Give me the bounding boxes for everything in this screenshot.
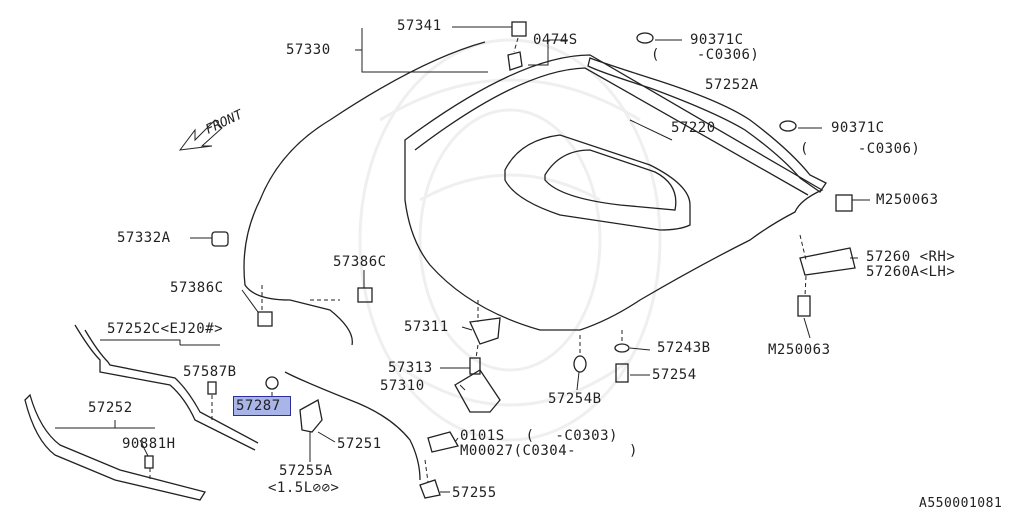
label-57311: 57311: [404, 319, 449, 335]
label-57310: 57310: [380, 378, 425, 394]
hood-panel: [404, 54, 824, 331]
label-m250063-top: M250063: [876, 192, 939, 208]
label-90371c-mid: 90371C: [831, 120, 885, 136]
label-57252: 57252: [88, 400, 133, 416]
label-m00027: M00027(C0304- ): [460, 443, 638, 459]
label-57341: 57341: [397, 18, 442, 34]
label-57332a: 57332A: [117, 230, 171, 246]
label-57287-highlighted[interactable]: 57287: [233, 396, 291, 416]
weatherstrip-57252a: [587, 57, 827, 193]
lower-seal-57252: [24, 393, 207, 501]
label-57386c-right: 57386C: [333, 254, 387, 270]
label-90371c-top: 90371C: [690, 32, 744, 48]
label-57260a: 57260A<LH>: [866, 264, 956, 280]
label-90371c-top-range: ( -C0306): [651, 47, 760, 63]
label-90371c-mid-range: ( -C0306): [800, 141, 921, 157]
label-57386c-left: 57386C: [170, 280, 224, 296]
label-57252a: 57252A: [705, 77, 759, 93]
label-57252c: 57252C<EJ20#>: [107, 321, 224, 337]
label-0101s: 0101S ( -C0303): [460, 428, 618, 444]
hood-scoop: [504, 134, 691, 231]
release-cable: [243, 41, 486, 346]
label-m250063-bottom: M250063: [768, 342, 831, 358]
prop-rod: [284, 371, 421, 481]
label-57330: 57330: [286, 42, 331, 58]
label-57254b: 57254B: [548, 391, 602, 407]
label-57254: 57254: [652, 367, 697, 383]
diagram-id: A550001081: [919, 496, 1003, 511]
label-57255: 57255: [452, 485, 497, 501]
label-57255a-condition: <1.5L⊘⊘>: [268, 480, 340, 496]
label-57255a: 57255A: [279, 463, 333, 479]
watermark-emblem: [358, 38, 662, 442]
front-seal-57252c: [74, 324, 259, 451]
label-57243b: 57243B: [657, 340, 711, 356]
front-label: FRONT: [203, 107, 246, 138]
label-57251: 57251: [337, 436, 382, 452]
label-90881h: 90881H: [122, 436, 176, 452]
label-0474s: 0474S: [533, 32, 578, 48]
label-57220: 57220: [671, 120, 716, 136]
label-57260: 57260 <RH>: [866, 249, 956, 265]
label-57313: 57313: [388, 360, 433, 376]
label-57587b: 57587B: [183, 364, 237, 380]
